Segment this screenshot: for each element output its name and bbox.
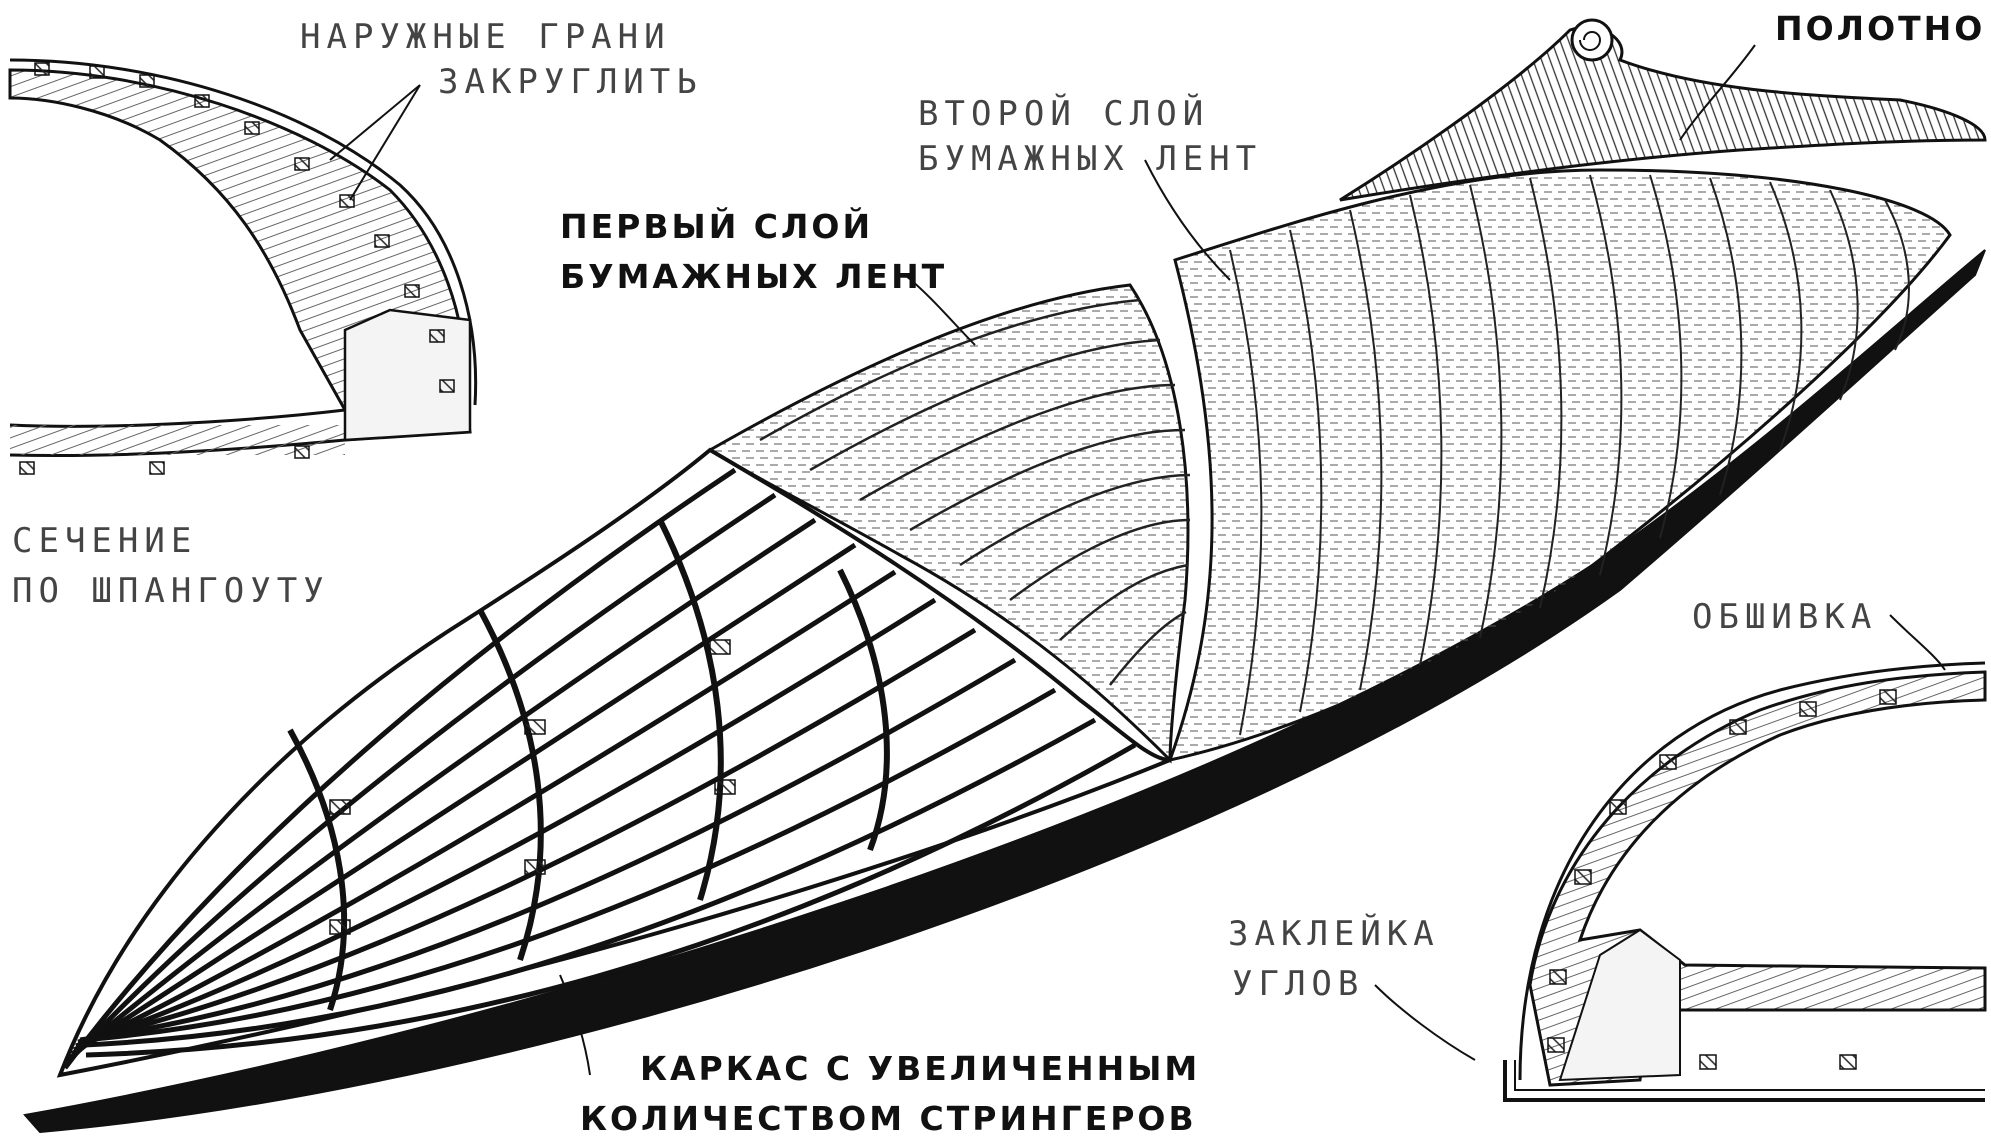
frame-ribs — [287, 518, 890, 1011]
label-outer-edges-line2: ЗАКРУГЛИТЬ — [438, 62, 703, 102]
label-skin: ОБШИВКА — [1692, 597, 1877, 637]
label-first-layer-line1: ПЕРВЫЙ СЛОЙ — [560, 206, 873, 246]
section-bottom-right — [1503, 661, 1987, 1102]
cloth-roll — [1339, 18, 1987, 202]
labels: НАРУЖНЫЕ ГРАНИ ЗАКРУГЛИТЬ СЕЧЕНИЕ ПО ШПА… — [12, 9, 1985, 1138]
label-corner-gluing-line2: УГЛОВ — [1232, 964, 1364, 1004]
label-second-layer-line1: ВТОРОЙ СЛОЙ — [918, 93, 1209, 134]
label-outer-edges-line1: НАРУЖНЫЕ ГРАНИ — [300, 17, 671, 57]
label-second-layer-line2: БУМАЖНЫХ ЛЕНТ — [918, 139, 1262, 179]
label-corner-gluing-line1: ЗАКЛЕЙКА — [1228, 913, 1440, 954]
hull-frame-outline — [56, 447, 1171, 1078]
section-top-left — [8, 58, 478, 475]
label-first-layer-line2: БУМАЖНЫХ ЛЕНТ — [560, 257, 947, 296]
hull-main — [23, 18, 1987, 1134]
label-cloth: ПОЛОТНО — [1775, 9, 1985, 48]
label-section-line2: ПО ШПАНГОУТУ — [12, 571, 330, 611]
second-layer-strips — [1229, 174, 1910, 736]
section-stringers-top-left — [19, 62, 455, 475]
label-section-line1: СЕЧЕНИЕ — [12, 521, 197, 561]
hull-keel-shadow — [23, 249, 1986, 1134]
label-frame-line1: КАРКАС С УВЕЛИЧЕННЫМ — [640, 1049, 1200, 1088]
frame-stringers — [62, 467, 1137, 1070]
frame-rib-blocks — [329, 639, 736, 935]
label-frame-line2: КОЛИЧЕСТВОМ СТРИНГЕРОВ — [580, 1099, 1197, 1138]
section-stringers-bottom-right — [1547, 689, 1897, 1070]
first-layer-strips — [759, 298, 1191, 686]
